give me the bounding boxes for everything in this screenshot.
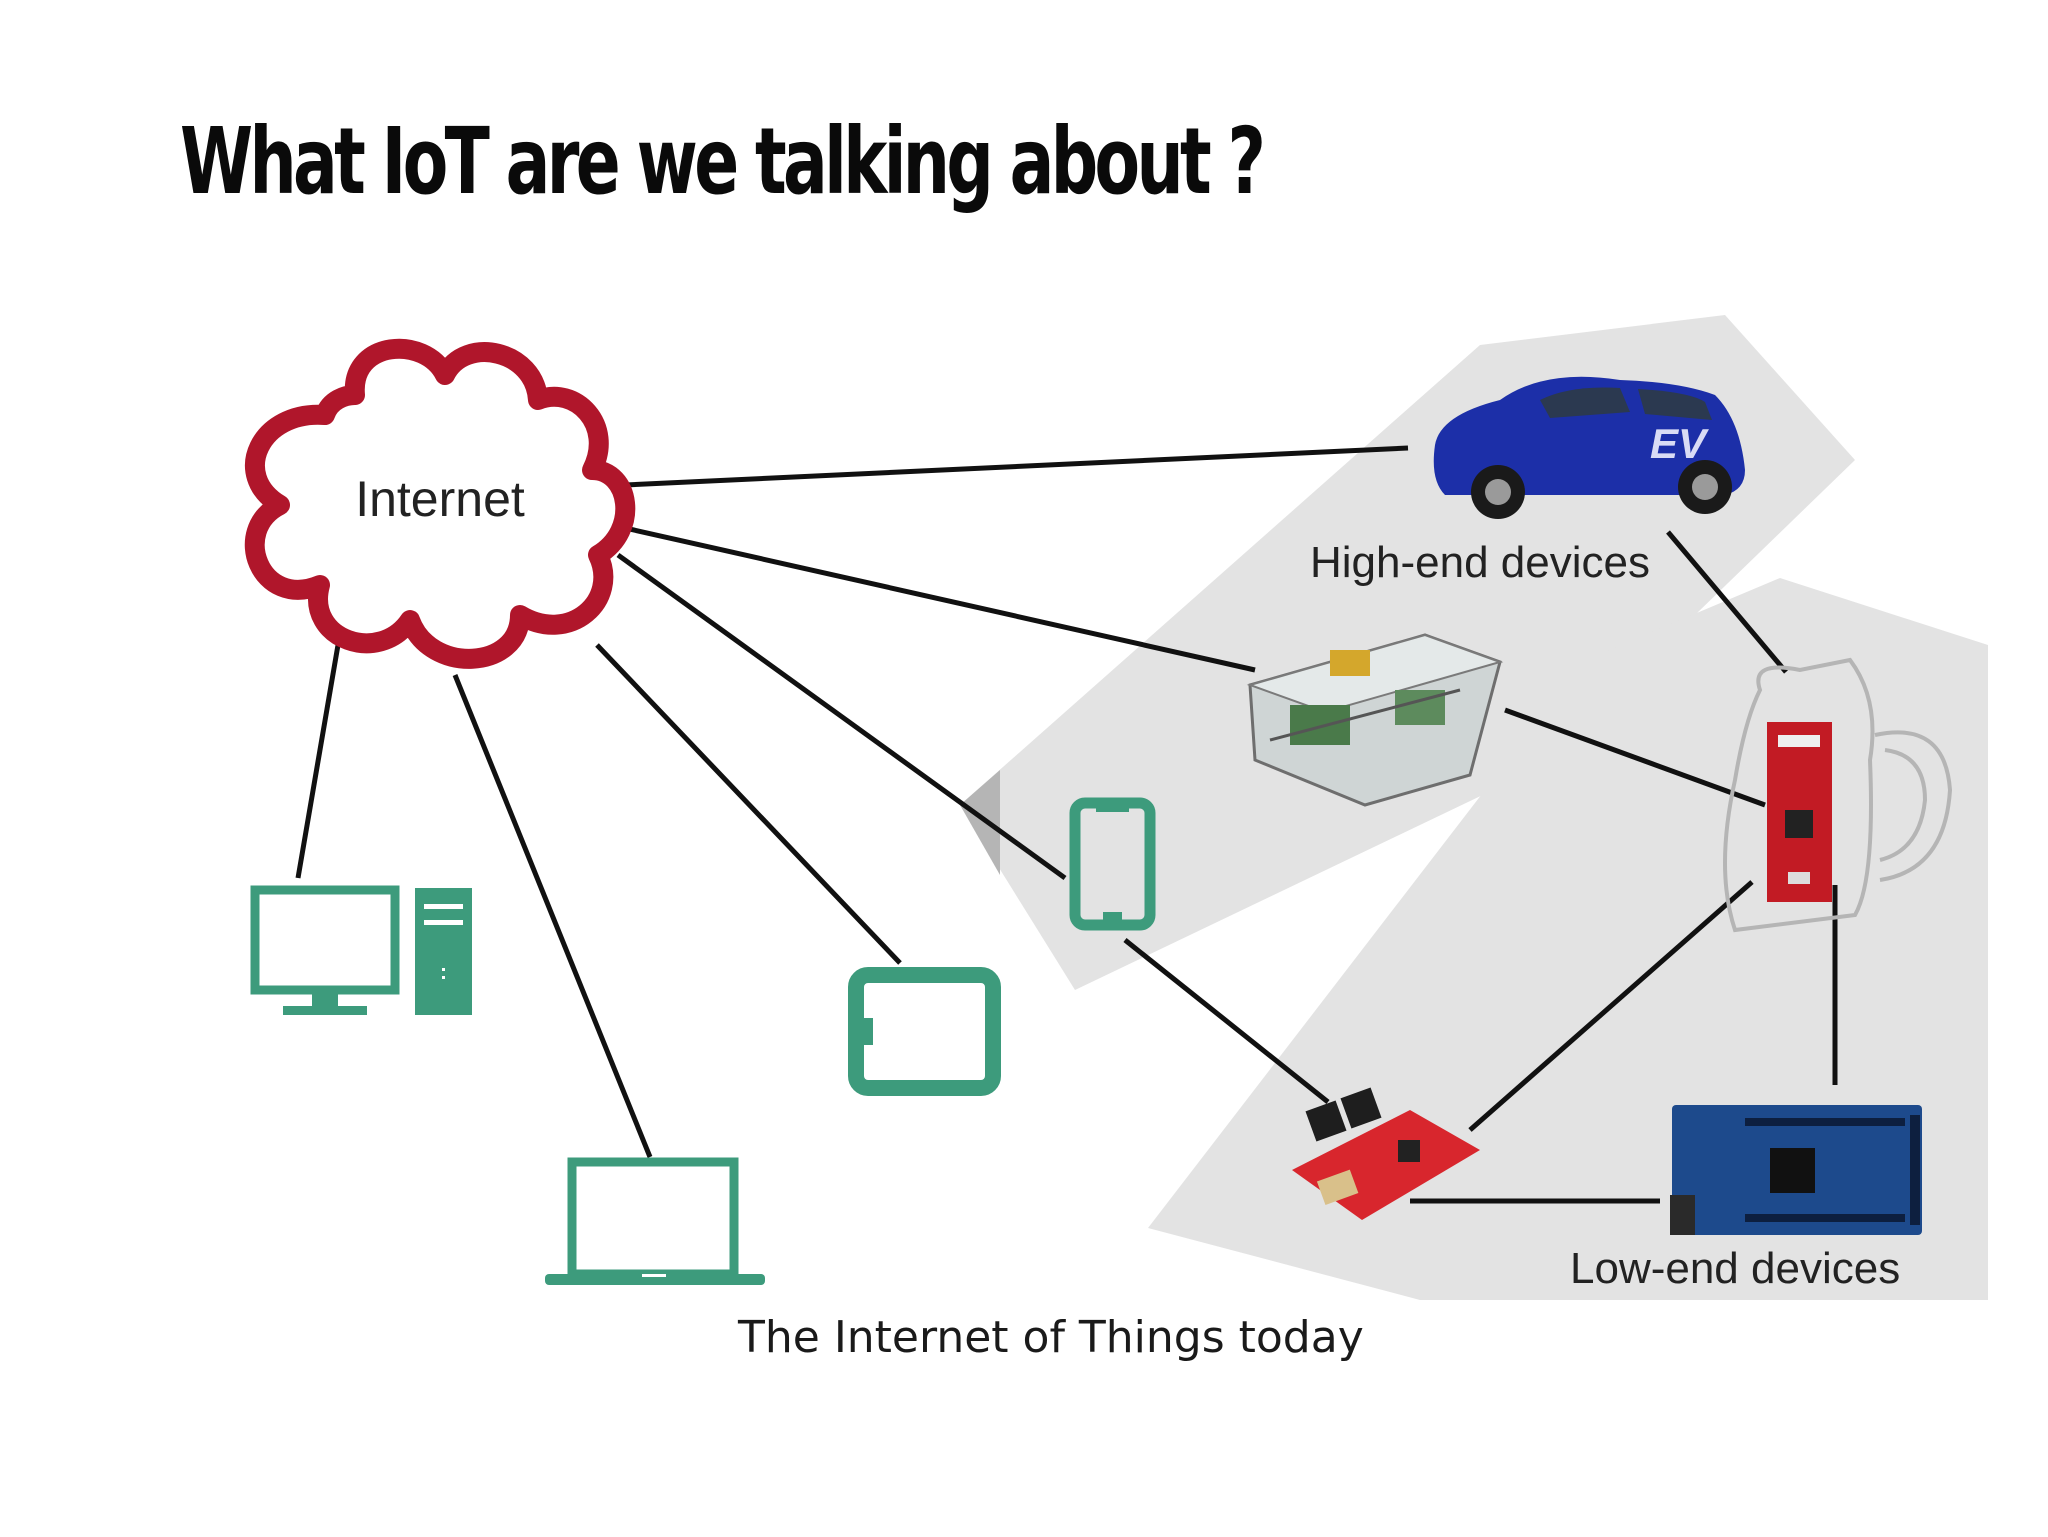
figure-caption: The Internet of Things today [738, 1312, 1364, 1363]
link-internet-raspberrypi [624, 525, 1256, 673]
car-badge: EV [1650, 420, 1709, 467]
raspberry-pi-case-icon [1246, 633, 1504, 807]
low-end-devices-label: Low-end devices [1570, 1244, 1900, 1293]
red-microcontroller-board-icon [1767, 722, 1832, 902]
internet-label: Internet [355, 471, 525, 527]
link-phone-redboard [1123, 938, 1330, 1104]
link-internet-laptop [452, 674, 653, 1158]
electric-car-icon: EV [1433, 376, 1745, 519]
link-internet-phone [616, 552, 1067, 881]
connection-lines [295, 445, 1838, 1204]
link-board-redboard [1468, 880, 1754, 1132]
desktop-computer-icon [250, 885, 472, 1015]
red-iot-board-icon [1292, 1087, 1480, 1220]
smartphone-icon [1069, 797, 1156, 931]
internet-cloud-icon: Internet [244, 338, 636, 669]
high-end-region-shadow [960, 770, 1000, 875]
high-end-devices-label: High-end devices [1310, 538, 1650, 587]
link-car-kettle [1666, 530, 1788, 674]
slide-title: What IoT are we talking about ? [180, 108, 1266, 215]
link-raspberrypi-board [1504, 707, 1766, 808]
link-internet-tablet [595, 643, 902, 965]
tablet-icon [848, 967, 1001, 1096]
laptop-icon [545, 1157, 765, 1285]
arduino-board-icon [1670, 1105, 1922, 1235]
link-internet-car [624, 445, 1409, 488]
link-internet-desktop [295, 644, 341, 879]
kettle-icon [1723, 657, 1953, 933]
